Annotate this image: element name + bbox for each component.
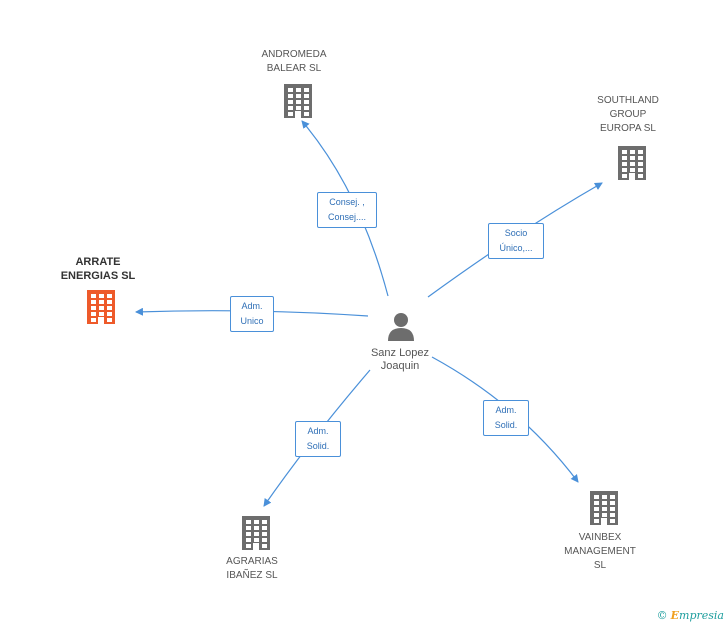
copyright-icon: ©	[656, 609, 668, 622]
building-icon[interactable]	[588, 491, 620, 530]
brand-footer: ©Empresia	[657, 609, 724, 622]
company-name-andromeda: ANDROMEDA BALEAR SL	[261, 49, 327, 74]
edge-label-vainbex[interactable]: Adm. Solid.	[483, 400, 529, 436]
company-name-vainbex: VAINBEX MANAGEMENT SL	[564, 532, 636, 571]
brand-name: mpresia	[679, 609, 724, 622]
person-node[interactable]	[386, 311, 416, 341]
edge-label-andromeda[interactable]: Consej. , Consej....	[317, 192, 377, 228]
building-icon[interactable]	[85, 290, 117, 329]
company-name-southland: SOUTHLAND GROUP EUROPA SL	[597, 95, 659, 134]
edge-label-agrarias[interactable]: Adm. Solid.	[295, 421, 341, 457]
company-name-agrarias: AGRARIAS IBAÑEZ SL	[226, 556, 278, 581]
edge-label-arrate[interactable]: Adm. Unico	[230, 296, 274, 332]
building-icon[interactable]	[240, 516, 272, 555]
building-icon[interactable]	[616, 146, 648, 185]
person-icon	[388, 313, 414, 341]
building-icon[interactable]	[282, 84, 314, 123]
company-name-arrate: ARRATE ENERGIAS SL	[60, 256, 136, 282]
person-name: Sanz Lopez Joaquin	[370, 347, 430, 372]
brand-initial: E	[670, 609, 680, 622]
edge-label-southland[interactable]: Socio Único,...	[488, 223, 544, 259]
